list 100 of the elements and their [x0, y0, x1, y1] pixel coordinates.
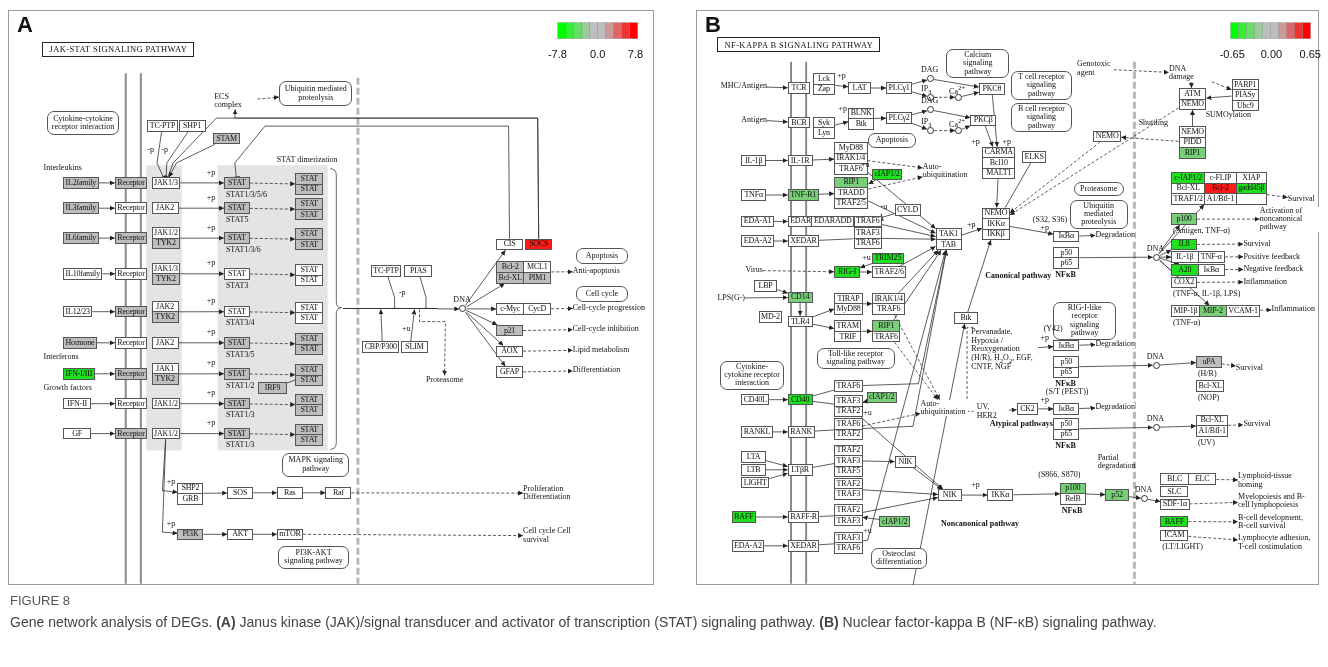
annotation-text: Virus	[745, 266, 763, 275]
gene-name: p52	[1106, 490, 1128, 500]
gene-box	[812, 73, 836, 96]
connector-line	[812, 463, 835, 468]
gene-name: CIS	[497, 239, 523, 250]
annotation-text: +p	[206, 297, 216, 306]
gene-name: STAT	[224, 269, 249, 279]
gene-name: TRAF6	[835, 381, 862, 391]
pathway-map-box: Apoptosis	[867, 132, 917, 148]
gene-name: IκBα	[1054, 340, 1079, 351]
gene-name: IκBα	[1054, 404, 1079, 414]
gene-name: BAFF	[732, 512, 755, 522]
gene-name: CARMA	[983, 147, 1015, 158]
gene-box	[834, 320, 862, 343]
annotation-text: +p	[206, 389, 216, 398]
annotation-text: +p	[206, 193, 216, 202]
gene-name: STAT	[296, 344, 323, 354]
gene-name: Hormone	[64, 338, 96, 348]
gene-box	[295, 333, 324, 355]
gene-box	[834, 444, 863, 478]
gene-box	[496, 303, 552, 315]
annotation-text: STAT1/3	[225, 441, 255, 450]
compound-label: Ca$^{2+}$	[949, 118, 966, 129]
annotation-text: STAT1/3	[225, 411, 255, 420]
gene-name: TYK2	[152, 374, 178, 384]
annotation-text: Cell-cycle progression	[572, 304, 645, 313]
annotation-text: Inflammation	[1271, 305, 1316, 314]
gene-name: TRAF3	[835, 532, 862, 543]
gene-name: cIAP1/2	[872, 169, 902, 180]
annotation-text: +u	[863, 408, 872, 417]
gene-name: EDARADD	[812, 216, 854, 227]
gene-box	[295, 264, 324, 286]
gene-name: TCR	[788, 83, 810, 93]
pathway-map-box: PI3K-AKT signaling pathway	[277, 545, 350, 569]
gene-name: LIGHT	[742, 477, 769, 488]
annotation-text: Cell-cycle inhibition	[572, 324, 639, 334]
gene-name: CBP/P300	[363, 342, 399, 352]
annotation-text: -u	[880, 203, 888, 212]
gene-name: MIP-1β	[1172, 306, 1199, 316]
gene-name: STAT	[296, 365, 323, 375]
gene-box	[496, 260, 552, 284]
gene-box	[834, 504, 863, 527]
annotation-text: Interleukins	[43, 163, 82, 172]
compound-circle	[927, 127, 934, 135]
gene-name: BLC	[1161, 474, 1188, 484]
gene-name: GF	[64, 428, 91, 439]
gene-name: IRF9	[259, 383, 286, 393]
gene-box	[295, 364, 324, 387]
gene-name: Syk	[813, 117, 835, 128]
gene-name: IL3family	[64, 203, 98, 213]
arrow	[1008, 407, 1017, 413]
annotation-text: Auto- ubiquitination	[920, 399, 968, 417]
gene-box	[834, 477, 863, 500]
gene-name: Bcl-XL	[497, 272, 524, 283]
gene-name: p50	[1054, 419, 1079, 429]
gene-name: STAT	[224, 369, 249, 379]
gene-name: TNF-α	[1198, 252, 1225, 262]
gene-name: SHP2	[178, 483, 203, 493]
annotation-text: -p	[398, 289, 406, 298]
compound-circle	[927, 75, 934, 83]
gene-name: ELC	[1188, 474, 1216, 484]
gene-name: TRAF6	[872, 304, 905, 314]
annotation-text: +p	[166, 477, 176, 486]
gene-name: STAT	[224, 233, 249, 243]
annotation-text: +p	[1040, 396, 1049, 405]
panel-frame	[8, 10, 654, 585]
gene-name: IKKα	[988, 490, 1013, 500]
gene-name: STAT	[296, 394, 323, 405]
pathway-map-box: Ubiquitin mediated proteolysis	[279, 81, 353, 107]
annotation-text: LPS(G-)	[717, 293, 746, 303]
gene-name: PLCγ2	[886, 113, 912, 123]
pathway-map-box: Cytokine-cytokine receptor interaction	[719, 360, 785, 390]
gene-name: STAT	[224, 178, 249, 188]
gene-name: p50	[1054, 357, 1079, 367]
gene-name: XEDAR	[788, 541, 819, 551]
gene-name: JAK1/3	[152, 263, 180, 274]
gene-name: EDA-A2	[732, 541, 764, 551]
annotation-text: Growth factors	[43, 383, 92, 392]
gene-name: MALT1	[983, 168, 1015, 179]
gene-name: LTβR	[788, 465, 812, 475]
gene-name: TRAF3	[835, 489, 862, 499]
gene-name: STAT	[296, 424, 323, 435]
gene-box	[1178, 88, 1207, 111]
gene-name: p65	[1054, 367, 1079, 377]
gene-name: JAK2	[152, 301, 178, 312]
gene-name: STAT	[224, 338, 249, 348]
compound-label: DAG	[921, 66, 939, 75]
pathway-map-box: Cell cycle	[576, 285, 628, 302]
gene-name: GFAP	[497, 367, 523, 377]
gene-name: Bcl-XL	[1196, 381, 1224, 391]
gene-name: PI3K	[178, 529, 203, 539]
annotation-text: Genotoxic agent	[1077, 60, 1114, 78]
gene-name: ATM	[1179, 89, 1206, 99]
gene-name: SHP1	[179, 121, 205, 131]
gene-box	[834, 176, 869, 210]
gene-box	[853, 227, 882, 250]
gene-name: STAT	[224, 428, 249, 439]
gene-name: STAT	[296, 239, 323, 250]
gene-name: Lyn	[813, 128, 835, 138]
annotation-text: +p	[166, 520, 176, 529]
